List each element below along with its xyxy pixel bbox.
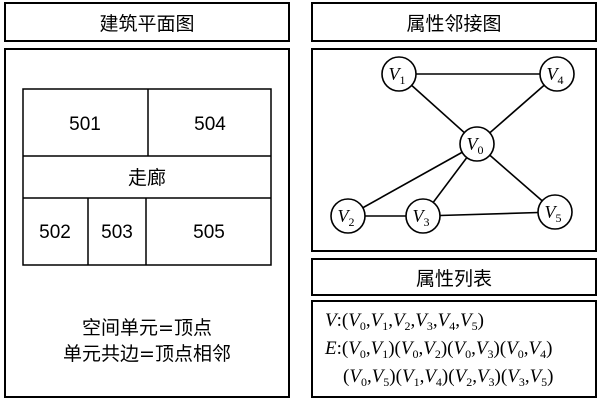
room-503-label: 503: [101, 222, 133, 243]
floor-plan-title-text: 建筑平面图: [99, 12, 195, 35]
floor-plan-title: 建筑平面图: [4, 2, 290, 42]
attribute-list-title: 属性列表: [311, 258, 597, 296]
vertex-set-line: V:(V0,V1,V2,V3,V4,V5): [325, 310, 484, 333]
node-label: V1: [389, 64, 406, 87]
caption-vertex-rule: 空间单元=顶点: [82, 317, 212, 339]
floor-plan-outline: [22, 88, 272, 266]
node-label: V0: [467, 134, 484, 157]
edge-set-line-2: (V0,V5)(V1,V4)(V2,V3)(V3,V5): [343, 366, 554, 389]
node-label: V4: [547, 64, 564, 87]
caption-adjacency-rule: 单元共边=顶点相邻: [63, 343, 231, 365]
corridor-label: 走廊: [128, 167, 166, 189]
adjacency-graph-title: 属性邻接图: [311, 2, 597, 42]
node-label: V5: [545, 202, 562, 225]
node-circle: [539, 56, 575, 92]
node-circle: [537, 194, 573, 230]
node-V2: V2: [330, 198, 366, 234]
room-502-label: 502: [39, 222, 71, 243]
node-label: V2: [338, 206, 355, 229]
node-V3: V3: [405, 198, 441, 234]
node-V5: V5: [537, 194, 573, 230]
node-circle: [459, 126, 495, 162]
attribute-list-panel: V:(V0,V1,V2,V3,V4,V5) E:(V0,V1)(V0,V2)(V…: [311, 300, 597, 398]
node-V0: V0: [459, 126, 495, 162]
edge-layer: [347, 73, 558, 217]
adjacency-graph-title-text: 属性邻接图: [406, 12, 502, 35]
edge-V0-V2: [347, 143, 478, 217]
node-V4: V4: [539, 56, 575, 92]
node-circle: [381, 56, 417, 92]
room-501-label: 501: [69, 114, 101, 135]
room-504-label: 504: [194, 114, 226, 135]
attribute-list-title-text: 属性列表: [415, 267, 492, 290]
edge-set-line-1: E:(V0,V1)(V0,V2)(V0,V3)(V0,V4): [325, 338, 553, 361]
room-505-label: 505: [193, 222, 225, 243]
node-V1: V1: [381, 56, 417, 92]
floor-plan-panel: 501 504 走廊 502 503 505 空间单元=顶点 单元共边=顶点相邻: [4, 48, 290, 398]
floor-plan-drawing: 501 504 走廊 502 503 505: [22, 88, 272, 266]
node-label: V3: [413, 206, 430, 229]
node-circle: [330, 198, 366, 234]
node-circle: [405, 198, 441, 234]
edge-V3-V5: [422, 211, 556, 217]
